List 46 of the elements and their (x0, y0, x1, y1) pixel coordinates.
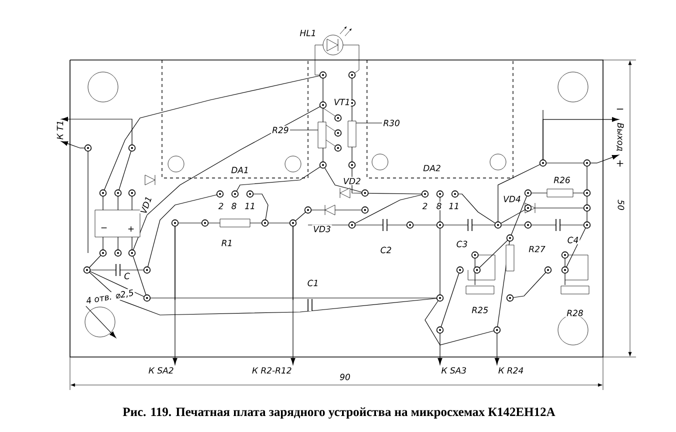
component-label: R27 (528, 244, 546, 254)
component-label: 11 (244, 202, 256, 210)
component-label: 8 (435, 202, 443, 210)
dimension-label: 50 (616, 198, 626, 212)
polarity-sign: + (616, 160, 624, 167)
figure-caption: Рис. 119. Печатная плата зарядного устройства на микросхемах К142ЕН12А (122, 407, 556, 419)
component-label: C3 (455, 240, 469, 248)
terminal-label: Выход (613, 120, 627, 154)
polarity-sign: − (616, 108, 624, 110)
terminal-label: R30 (382, 118, 401, 128)
component-label: C1 (306, 278, 320, 288)
arrow (438, 342, 442, 365)
arrow (172, 236, 178, 365)
component-label: C (123, 272, 131, 280)
component-label: 11 (448, 202, 460, 210)
terminal-label: К Т1 (56, 119, 64, 141)
component-label: R1 (220, 238, 234, 248)
terminal-label: 4 отв. ⌀2,5 (84, 288, 136, 306)
component-label: 8 (230, 202, 238, 210)
arrow (494, 342, 500, 365)
component-label: DA1 (230, 166, 250, 174)
arrow (542, 117, 619, 152)
component-label: C4 (566, 236, 580, 244)
dimension-label: 90 (338, 372, 352, 382)
component-label: R28 (566, 308, 584, 318)
component-label: 2 (421, 202, 429, 210)
component-label: 2 (217, 202, 225, 210)
terminal-label: К SA3 (440, 366, 468, 375)
component-label: R25 (470, 306, 490, 314)
arrow (290, 236, 296, 365)
arrow (61, 116, 132, 140)
component-label: VD1 (138, 194, 154, 216)
leader-line (356, 122, 382, 124)
terminal-label: R29 (271, 126, 290, 134)
component-label: DA2 (422, 164, 442, 172)
polarity-sign: − (99, 226, 109, 232)
terminal-label: К R2-R12 (250, 366, 293, 374)
arrow (596, 154, 619, 164)
component-label: C2 (379, 246, 393, 254)
component-label: VD2 (342, 176, 362, 186)
terminal-label: К R24 (497, 366, 525, 374)
arrow (61, 141, 80, 148)
component-label: R26 (552, 176, 572, 184)
component-label: VD4 (502, 194, 522, 204)
terminal-label: К SA2 (147, 366, 175, 375)
component-label: HL1 (298, 28, 318, 38)
